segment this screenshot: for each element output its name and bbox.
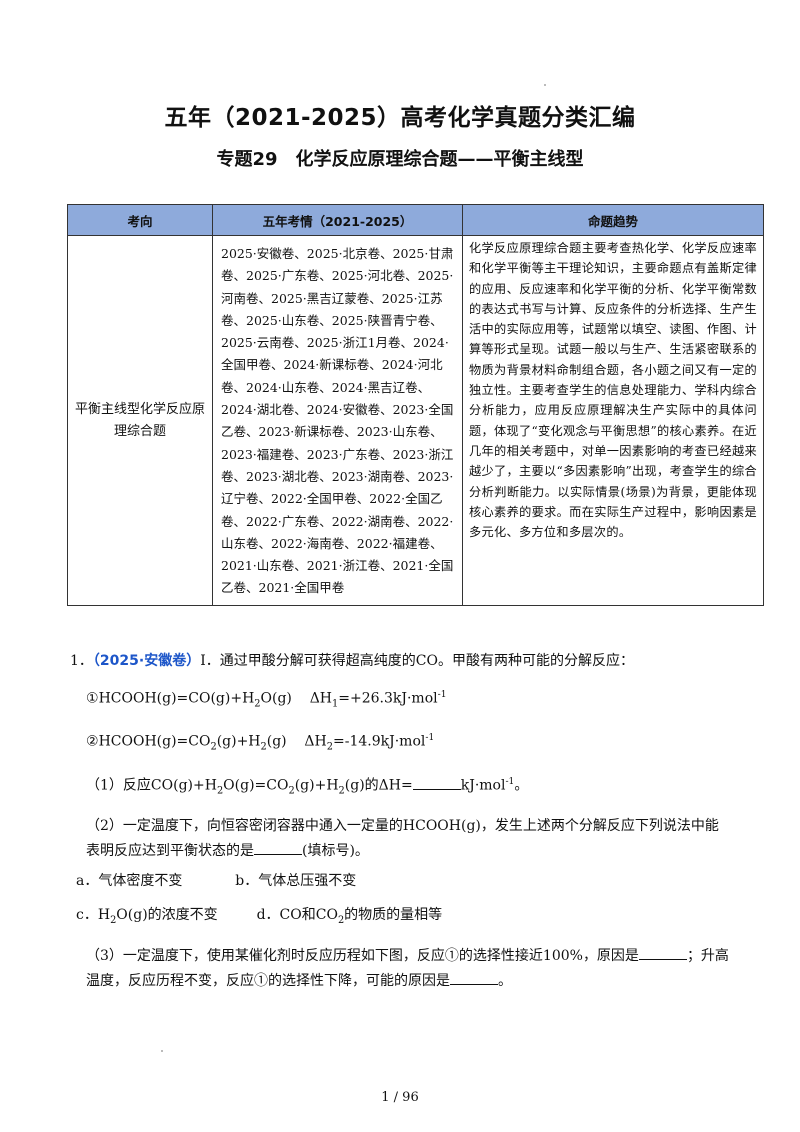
header-exams: 五年考情（2021-2025）: [212, 204, 463, 236]
part-2-text-b: ，发生上述两个分解反应下列说法中能表明反应达到平衡状态的是: [86, 818, 719, 860]
question-source: （2025·安徽卷）: [92, 653, 201, 669]
header-topic: 考向: [67, 204, 213, 236]
option-d-suffix: 的物质的量相等: [344, 907, 443, 924]
part-1-unit: kJ·mol: [460, 777, 506, 794]
part-2-text-a: （2）一定温度下，向恒容密闭容器中通入一定量的: [86, 818, 403, 835]
option-a: a．气体密度不变: [76, 873, 183, 890]
options-ab: a．气体密度不变 b．气体总压强不变: [70, 870, 730, 892]
part-3-text-a: （3）一定温度下，使用某催化剂时反应历程如下图，反应①的选择性接近: [86, 948, 543, 965]
reaction-2-label: ②: [86, 734, 99, 751]
option-d-prefix: d．CO和: [256, 907, 316, 924]
question-number: 1．: [70, 653, 93, 669]
trend-cell: 化学反应原理综合题主要考查热化学、化学反应速率和化学平衡等主干理论知识，主要命题…: [462, 235, 764, 606]
table-header-row: 考向 五年考情（2021-2025） 命题趋势: [67, 204, 764, 236]
answer-blank-1[interactable]: [412, 774, 461, 790]
header-trend: 命题趋势: [462, 204, 764, 236]
answer-blank-2[interactable]: [254, 839, 302, 856]
scan-dot: [544, 84, 546, 86]
table-row: 平衡主线型化学反应原理综合题 2025·安徽卷、2025·北京卷、2025·甘肃…: [67, 235, 764, 606]
co-formula: CO: [415, 653, 438, 669]
part-1-mid: 的: [364, 777, 379, 794]
part-3-text-d: 。: [498, 973, 512, 990]
part-2: （2）一定温度下，向恒容密闭容器中通入一定量的HCOOH(g)，发生上述两个分解…: [86, 818, 719, 860]
reaction-1-label: ①: [86, 690, 99, 707]
part-3-text-b: ，原因是: [582, 948, 639, 965]
dh2-value: =-14.9kJ·mol: [333, 734, 426, 751]
part-3-text-c: ；升高温度，反应历程不变，反应①的选择性下降，可能的原因是: [86, 948, 729, 990]
part-3-percent: 100%: [542, 948, 583, 965]
answer-blank-3[interactable]: [638, 944, 687, 961]
options-cd: c．H2O(g)的浓度不变 d．CO和CO2的物质的量相等: [76, 907, 443, 927]
page-title: 五年（2021-2025）高考化学真题分类汇编: [164, 105, 636, 131]
part-2-text-c: (填标号)。: [302, 843, 369, 860]
option-c-prefix: c．: [76, 907, 98, 924]
option-b: b．气体总压强不变: [235, 873, 357, 890]
part-1-end: 。: [514, 777, 529, 794]
exams-cell: 2025·安徽卷、2025·北京卷、2025·甘肃卷、2025·广东卷、2025…: [212, 235, 463, 606]
question-intro-end: 。甲酸有两种可能的分解反应：: [437, 653, 634, 669]
question-intro: I．通过甲酸分解可获得超高纯度的: [200, 653, 416, 669]
overview-table: 考向 五年考情（2021-2025） 命题趋势 平衡主线型化学反应原理综合题 2…: [67, 204, 764, 606]
part-1: （1）反应CO(g)+H2O(g)=CO2(g)+H2(g)的ΔH=kJ·mol…: [70, 771, 730, 802]
reaction-1: ①HCOOH(g)=CO(g)+H2O(g) ΔH1=+26.3kJ·mol-1: [86, 690, 447, 710]
option-c-suffix: 的浓度不变: [147, 907, 218, 924]
dh1-value: =+26.3kJ·mol: [338, 690, 438, 707]
part-1-dh: ΔH=: [378, 777, 413, 794]
question-1: 1．（2025·安徽卷）I．通过甲酸分解可获得超高纯度的CO。甲酸有两种可能的分…: [70, 650, 730, 994]
part-3: （3）一定温度下，使用某催化剂时反应历程如下图，反应①的选择性接近100%，原因…: [70, 944, 730, 994]
dh1-symbol: ΔH: [309, 690, 333, 707]
part-1-prefix: （1）反应: [86, 777, 151, 794]
answer-blank-4[interactable]: [450, 969, 498, 986]
topic-cell: 平衡主线型化学反应原理综合题: [67, 235, 213, 606]
scan-dot: [161, 1050, 163, 1052]
reaction-2: ②HCOOH(g)=CO2(g)+H2(g) ΔH2=-14.9kJ·mol-1: [86, 733, 435, 753]
page-subtitle: 专题29 化学反应原理综合题——平衡主线型: [216, 149, 584, 170]
page-number: 1 / 96: [381, 1090, 419, 1105]
